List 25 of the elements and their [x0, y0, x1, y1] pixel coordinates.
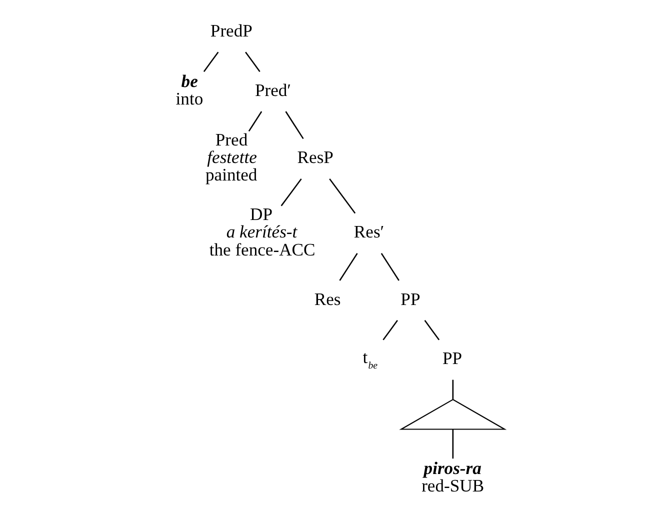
node-text: Res — [314, 288, 341, 309]
connector — [339, 253, 358, 281]
connector — [329, 178, 356, 214]
node-text: PP — [400, 288, 420, 309]
node-triangle — [399, 398, 507, 430]
node-text: ResP — [297, 146, 334, 167]
connector — [280, 178, 302, 206]
connector — [203, 52, 219, 72]
connector — [452, 429, 454, 459]
node-text: Pred′ — [254, 80, 292, 100]
connector — [380, 253, 400, 281]
node-text: DP a kerítés-t the fence-ACC — [209, 204, 316, 260]
connector — [452, 380, 454, 400]
connector — [245, 52, 260, 72]
node-text: piros-ra red-SUB — [422, 458, 484, 496]
connector — [424, 320, 440, 340]
node-text: Pred festette painted — [205, 129, 258, 184]
node-text: PredP — [210, 20, 252, 40]
node-text: PP — [442, 348, 462, 368]
connector — [382, 320, 398, 340]
connector — [248, 111, 262, 132]
node-text: t$_{be}$ — [362, 347, 378, 372]
connector — [285, 111, 304, 140]
node-text: Res′ — [354, 222, 384, 242]
node-text: be into — [176, 71, 204, 109]
